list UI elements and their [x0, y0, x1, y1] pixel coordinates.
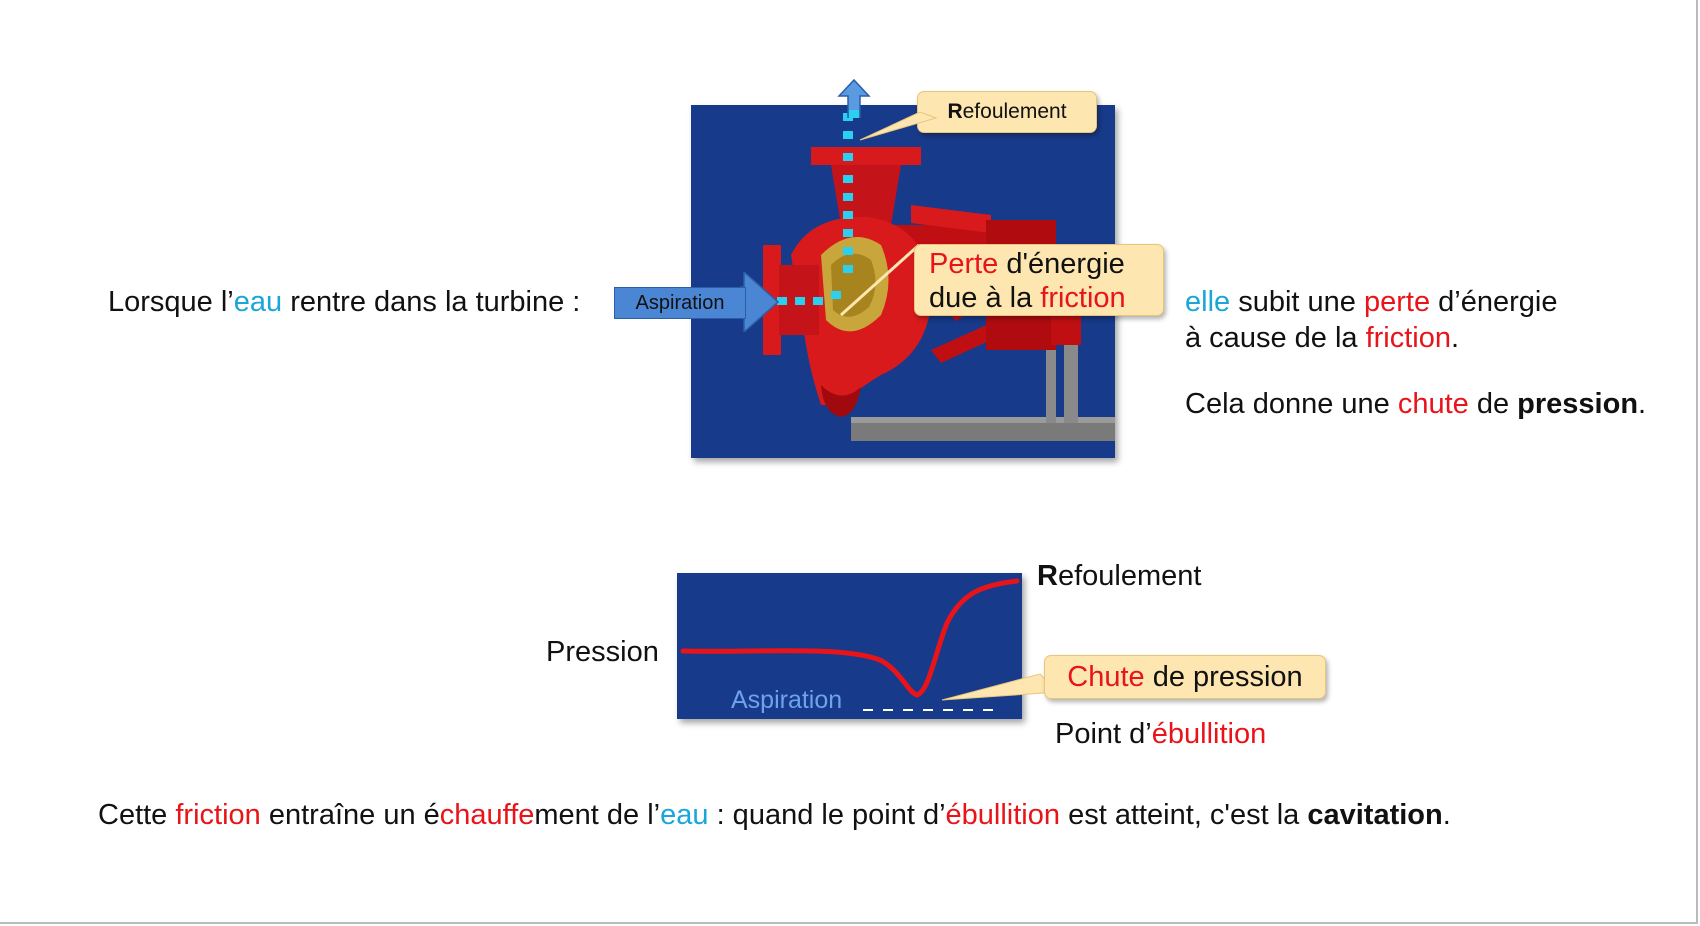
pump-base-rail-top	[851, 417, 1115, 423]
chart-refoulement-rest: efoulement	[1057, 560, 1202, 592]
pump-support-post	[1064, 343, 1078, 423]
flow-dot	[843, 265, 853, 273]
pump-base-rail	[851, 423, 1115, 441]
energy-line2-prefix: due à la	[929, 282, 1041, 314]
chute-word: Chute	[1067, 661, 1145, 693]
flow-dot	[843, 211, 853, 219]
intro-suffix: rentre dans la turbine :	[282, 286, 581, 318]
pump-drain	[821, 385, 861, 417]
text-fragment: de	[1468, 388, 1518, 420]
pump-discharge-nozzle	[831, 165, 901, 225]
flow-dots-horizontal	[777, 291, 841, 305]
pression-axis-label: Pression	[546, 636, 659, 668]
flow-dot	[843, 247, 853, 255]
energy-word-friction: friction	[1040, 282, 1126, 314]
energy-word-perte: Perte	[929, 248, 999, 280]
flow-dot	[843, 229, 853, 237]
word-ebullition: ébullition	[945, 799, 1061, 831]
text-fragment: ment de l’	[534, 799, 661, 831]
intro-prefix: Lorsque l’	[108, 286, 234, 318]
pressure-curve	[680, 578, 1020, 698]
aspiration-tag: Aspiration	[614, 287, 746, 319]
aspiration-arrow-icon	[740, 272, 780, 332]
text-fragment: Cela donne une	[1185, 388, 1398, 420]
energy-word-energie: d'énergie	[998, 248, 1125, 280]
right-text-line1: elle subit une perte d’énergie	[1185, 284, 1557, 320]
text-fragment: entraîne un é	[260, 799, 440, 831]
point-ebullition-label: Point d’ébullition	[1055, 716, 1266, 752]
word-friction: friction	[1365, 322, 1451, 354]
pressure-chart	[680, 578, 1020, 711]
intro-text: Lorsque l’eau rentre dans la turbine :	[108, 284, 580, 320]
text-fragment: Cette	[98, 799, 176, 831]
word-cavitation: cavitation	[1307, 799, 1443, 831]
flow-dot	[813, 297, 823, 305]
flow-dot	[843, 131, 853, 139]
energy-loss-callout: Perte d'énergie due à la friction	[914, 244, 1164, 316]
text-fragment: .	[1638, 388, 1647, 420]
right-text-line3: Cela donne une chute de pression.	[1185, 386, 1646, 422]
right-text-line2: à cause de la friction.	[1185, 320, 1459, 356]
word-perte: perte	[1363, 286, 1431, 318]
flow-dot	[777, 297, 787, 305]
word-elle: elle	[1185, 286, 1231, 318]
word-friction: friction	[175, 799, 261, 831]
word-chute: chute	[1397, 388, 1469, 420]
word-pression: pression	[1517, 388, 1639, 420]
pump-impeller-inner	[831, 253, 876, 317]
text-fragment: .	[1442, 799, 1451, 831]
text-fragment: .	[1451, 322, 1460, 354]
flow-dots-vertical	[843, 113, 853, 273]
text-fragment: est atteint, c'est la	[1060, 799, 1308, 831]
flow-dot	[843, 153, 853, 161]
text-fragment: Point d’	[1055, 718, 1152, 750]
text-fragment: : quand le point d’	[708, 799, 946, 831]
refoulement-bold-letter: R	[947, 100, 963, 123]
discharge-arrow-icon	[837, 78, 871, 118]
chart-refoulement-label: Refoulement	[1037, 558, 1201, 594]
energy-callout-line2: due à la friction	[929, 281, 1163, 315]
chute-de-pression-callout: Chute de pression	[1044, 655, 1326, 699]
energy-callout-line1: Perte d'énergie	[929, 247, 1163, 281]
flow-dot	[795, 297, 805, 305]
word-ebullition: ébullition	[1151, 718, 1267, 750]
energy-callout-pointer	[839, 243, 921, 317]
pump-discharge-flange	[811, 147, 921, 165]
chute-rest: de pression	[1144, 661, 1303, 693]
flow-dot	[831, 291, 841, 299]
pump-support-post	[1046, 343, 1056, 423]
refoulement-callout-pointer	[859, 112, 938, 141]
refoulement-rest: efoulement	[962, 100, 1067, 123]
word-eau: eau	[660, 799, 709, 831]
text-fragment: d’énergie	[1430, 286, 1558, 318]
text-fragment: subit une	[1230, 286, 1364, 318]
flow-dot	[843, 193, 853, 201]
pump-frame-bar	[911, 205, 991, 233]
word-chauffe: chauffe	[439, 799, 535, 831]
chute-callout-pointer	[941, 673, 1060, 701]
intro-word-eau: eau	[233, 286, 283, 318]
bottom-sentence: Cette friction entraîne un échauffement …	[98, 797, 1451, 833]
text-fragment: à cause de la	[1185, 322, 1366, 354]
chart-refoulement-bold: R	[1037, 560, 1058, 592]
refoulement-callout: Refoulement	[917, 91, 1097, 133]
chart-aspiration-label: Aspiration	[731, 686, 843, 714]
flow-dot	[843, 175, 853, 183]
